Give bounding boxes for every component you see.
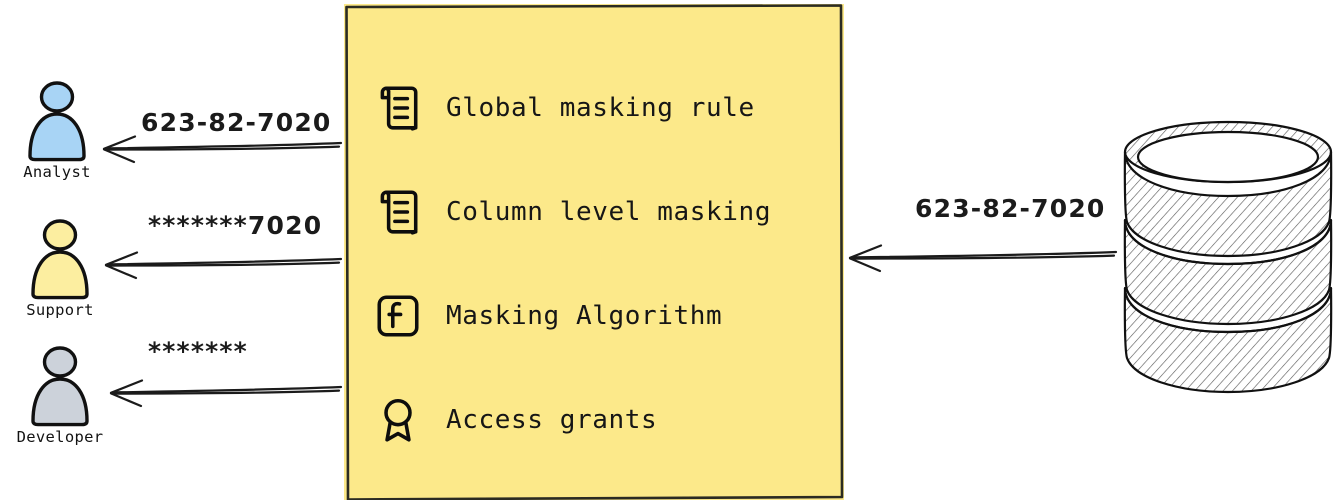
support-figure xyxy=(22,216,98,300)
flow-label-database: 623-82-7020 xyxy=(915,194,1106,223)
scroll-document-icon xyxy=(372,82,424,134)
arrow-to-analyst xyxy=(102,135,343,164)
award-ribbon-icon xyxy=(372,394,424,446)
policy-item-label: Access grants xyxy=(446,405,658,435)
scroll-document-icon xyxy=(372,186,424,238)
arrow-database-to-panel xyxy=(848,244,1118,273)
policy-panel: Global masking rule Column level masking xyxy=(344,4,844,500)
policy-item-masking-algorithm[interactable]: Masking Algorithm xyxy=(372,264,834,368)
person-icon xyxy=(28,81,86,162)
actor-developer-label: Developer xyxy=(16,428,104,446)
database-svg xyxy=(1123,120,1333,394)
arrow-to-support xyxy=(104,251,343,280)
actor-analyst[interactable]: Analyst xyxy=(2,78,112,181)
analyst-figure xyxy=(19,78,95,162)
developer-figure xyxy=(22,343,98,427)
policy-item-label: Column level masking xyxy=(446,197,772,227)
actor-support-label: Support xyxy=(26,301,94,319)
actor-analyst-label: Analyst xyxy=(23,163,91,181)
flow-label-analyst: 623-82-7020 xyxy=(141,108,332,137)
flow-label-support: *******7020 xyxy=(148,211,323,240)
database-cylinder-icon[interactable] xyxy=(1118,120,1338,400)
person-icon xyxy=(31,219,89,300)
policy-item-label: Masking Algorithm xyxy=(446,301,723,331)
actor-support[interactable]: Support xyxy=(5,216,115,319)
function-square-icon xyxy=(372,290,424,342)
arrow-to-developer xyxy=(109,379,343,408)
policy-item-access-grants[interactable]: Access grants xyxy=(372,368,834,472)
policy-item-global-masking-rule[interactable]: Global masking rule xyxy=(372,56,834,160)
policy-item-list: Global masking rule Column level masking xyxy=(372,56,834,472)
policy-item-label: Global masking rule xyxy=(446,93,755,123)
person-icon xyxy=(31,346,89,427)
actor-developer[interactable]: Developer xyxy=(5,343,115,446)
policy-item-column-level-masking[interactable]: Column level masking xyxy=(372,160,834,264)
flow-label-developer: ******* xyxy=(148,337,248,366)
